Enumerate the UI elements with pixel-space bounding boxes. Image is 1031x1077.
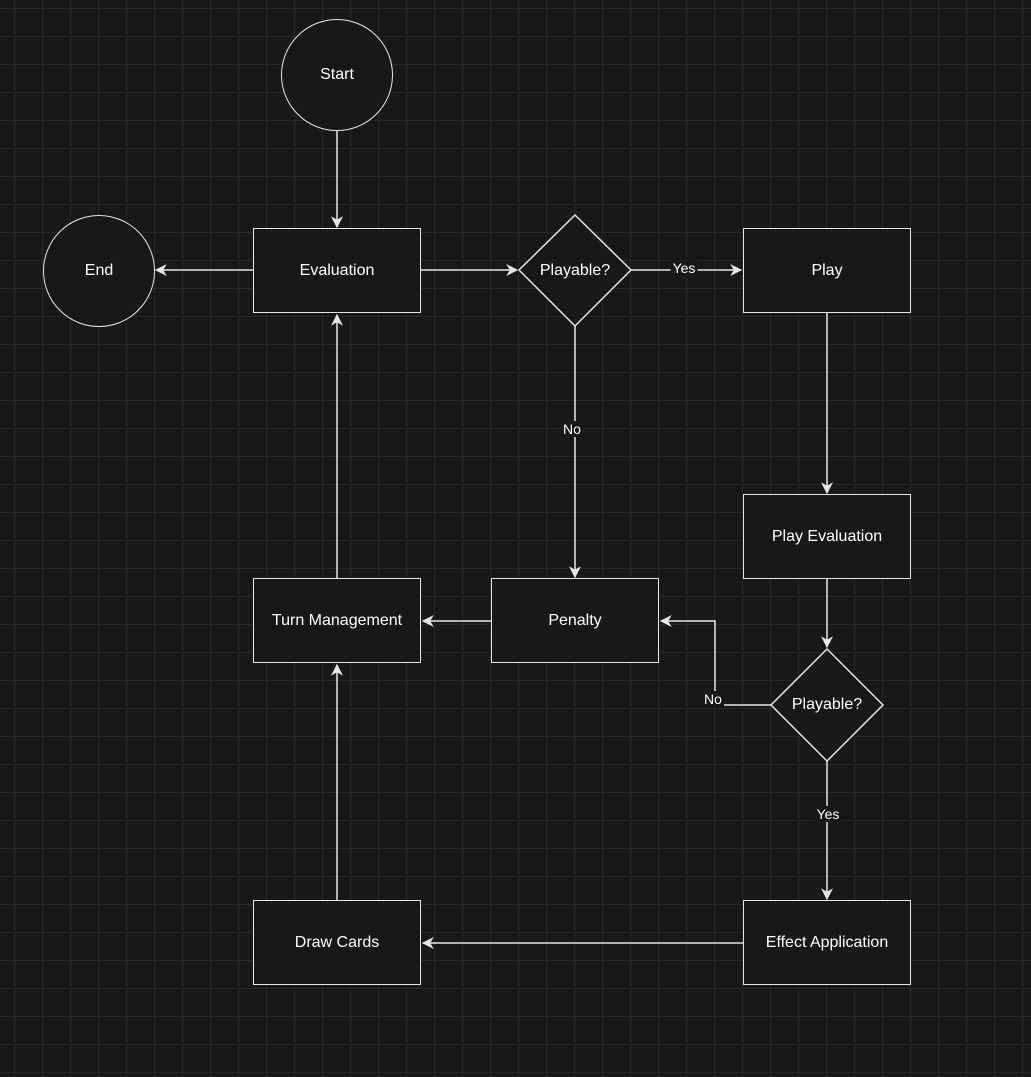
- effect-application-node[interactable]: Effect Application: [743, 900, 911, 985]
- penalty-label: Penalty: [548, 611, 602, 629]
- draw-cards-node[interactable]: Draw Cards: [253, 900, 421, 985]
- start-label: Start: [320, 66, 354, 83]
- evaluation-label: Evaluation: [299, 261, 375, 279]
- playable-bottom-label: Playable?: [791, 696, 863, 713]
- draw-cards-label: Draw Cards: [294, 933, 380, 951]
- play-label: Play: [811, 261, 843, 279]
- evaluation-node[interactable]: Evaluation: [253, 228, 421, 313]
- end-label: End: [84, 262, 114, 279]
- play-node[interactable]: Play: [743, 228, 911, 313]
- edge-label-top-yes: Yes: [670, 260, 698, 276]
- effect-application-label: Effect Application: [765, 933, 889, 951]
- play-evaluation-label: Play Evaluation: [771, 527, 883, 545]
- turn-management-node[interactable]: Turn Management: [253, 578, 421, 663]
- edge-label-bottom-yes: Yes: [814, 806, 842, 822]
- end-node[interactable]: End: [43, 215, 155, 327]
- playable-top-label: Playable?: [539, 262, 611, 279]
- edge-label-bottom-no: No: [702, 691, 724, 707]
- penalty-node[interactable]: Penalty: [491, 578, 659, 663]
- play-evaluation-node[interactable]: Play Evaluation: [743, 494, 911, 579]
- start-node[interactable]: Start: [281, 19, 393, 131]
- edge-label-top-no: No: [561, 421, 583, 437]
- turn-management-label: Turn Management: [271, 611, 403, 629]
